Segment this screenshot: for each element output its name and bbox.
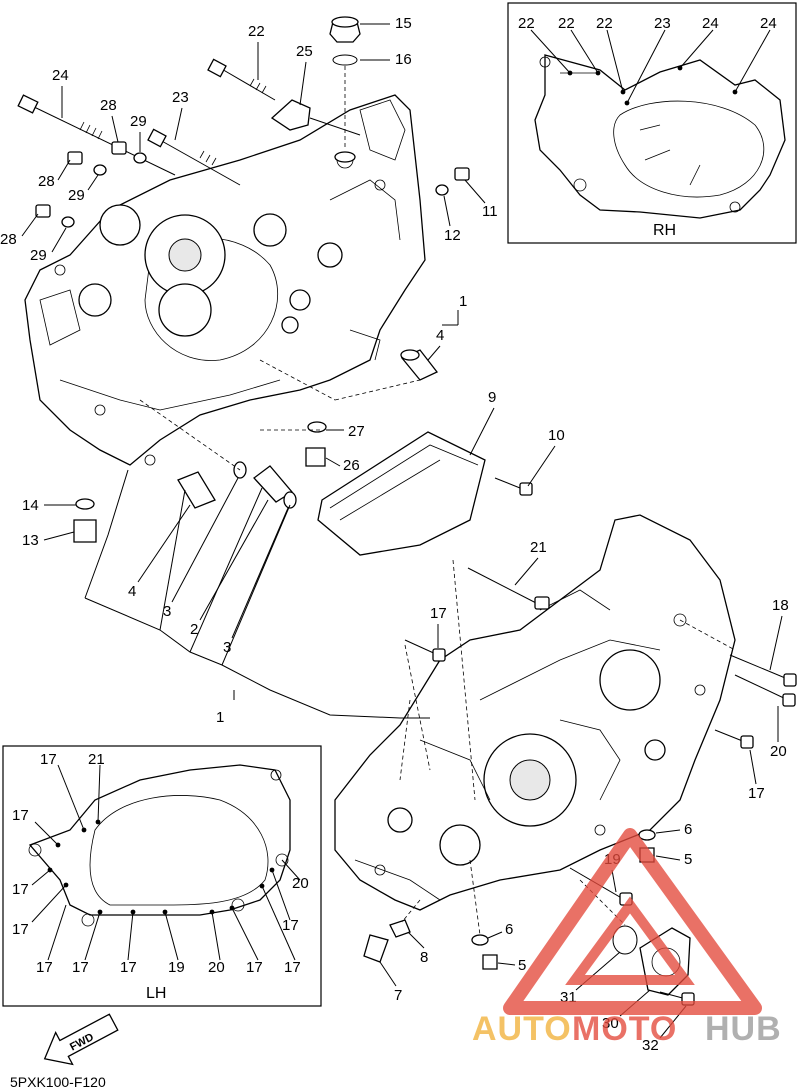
label-17a: 17 — [430, 605, 447, 622]
lh-label-20b: 20 — [292, 875, 309, 892]
diagram-code: 5PXK100-F120 — [10, 1074, 106, 1090]
lh-label-17b: 17 — [12, 807, 29, 824]
label-7: 7 — [394, 987, 402, 1004]
label-3b: 3 — [223, 639, 231, 656]
lh-label-20a: 20 — [208, 959, 225, 976]
rh-label-22c: 22 — [596, 15, 613, 32]
label-32: 32 — [642, 1037, 659, 1054]
label-12: 12 — [444, 227, 461, 244]
watermark-moto: MOTO — [572, 1010, 677, 1048]
lh-inset-title: LH — [146, 985, 166, 1002]
lh-label-17e: 17 — [36, 959, 53, 976]
label-5a: 5 — [684, 851, 692, 868]
label-18: 18 — [772, 597, 789, 614]
label-10: 10 — [548, 427, 565, 444]
lh-label-21: 21 — [88, 751, 105, 768]
lh-label-17c: 17 — [12, 881, 29, 898]
main-part-labels: 15 16 22 25 24 28 29 23 28 29 28 29 11 1… — [0, 15, 789, 1054]
label-28b: 28 — [38, 173, 55, 190]
lh-inset: 17 21 17 17 17 17 17 17 19 19 20 17 17 1… — [2, 745, 322, 1007]
lh-label-17j: 17 — [282, 917, 299, 934]
assembly-bracket — [84, 310, 459, 719]
rh-label-24b: 24 — [760, 15, 777, 32]
upper-fasteners — [17, 16, 533, 556]
watermark-triangle — [503, 828, 762, 1015]
lh-label-19b: 19 — [168, 959, 185, 976]
lh-label-17g: 17 — [120, 959, 137, 976]
label-29b: 29 — [68, 187, 85, 204]
label-8: 8 — [420, 949, 428, 966]
rh-label-22b: 22 — [558, 15, 575, 32]
label-2: 2 — [190, 621, 198, 638]
lower-crankcase-body — [334, 514, 736, 911]
forward-arrow: FWD — [43, 1013, 119, 1066]
upper-dashes — [139, 359, 421, 471]
label-4-upper: 4 — [436, 327, 444, 344]
label-20: 20 — [770, 743, 787, 760]
label-16: 16 — [395, 51, 412, 68]
rh-label-23: 23 — [654, 15, 671, 32]
watermark-auto: AUTO — [472, 1010, 572, 1048]
label-22: 22 — [248, 23, 265, 40]
lh-label-17h: 17 — [246, 959, 263, 976]
label-26: 26 — [343, 457, 360, 474]
rh-inset: 22 22 22 23 24 24 RH — [507, 2, 797, 244]
label-28a: 28 — [100, 97, 117, 114]
label-11: 11 — [482, 203, 498, 220]
label-5b: 5 — [518, 957, 526, 974]
label-27: 27 — [348, 423, 365, 440]
label-6b: 6 — [505, 921, 513, 938]
label-6a: 6 — [684, 821, 692, 838]
rh-crankcase-half — [534, 54, 786, 219]
label-15: 15 — [395, 15, 412, 32]
lh-label-17a: 17 — [40, 751, 57, 768]
label-29c: 29 — [30, 247, 47, 264]
label-21: 21 — [530, 539, 547, 556]
watermark-logo: AUTO MOTO HUB — [472, 828, 782, 1048]
label-4-lower: 4 — [128, 583, 136, 600]
label-17b: 17 — [748, 785, 765, 802]
lh-label-17d: 17 — [12, 921, 29, 938]
strainer-cover — [317, 431, 486, 556]
label-28c: 28 — [0, 231, 17, 248]
label-9: 9 — [488, 389, 496, 406]
label-30: 30 — [602, 1015, 619, 1032]
label-13: 13 — [22, 532, 39, 549]
label-1-lower: 1 — [216, 709, 224, 726]
rh-inset-title: RH — [653, 222, 676, 239]
upper-crankcase-body — [24, 94, 426, 466]
label-1-upper: 1 — [459, 293, 467, 310]
label-3a: 3 — [163, 603, 171, 620]
label-23: 23 — [172, 89, 189, 106]
label-29a: 29 — [130, 113, 147, 130]
rh-label-24a: 24 — [702, 15, 719, 32]
label-25: 25 — [296, 43, 313, 60]
lh-label-17i: 17 — [284, 959, 301, 976]
upper-crankcase — [24, 94, 426, 466]
rh-label-22a: 22 — [518, 15, 535, 32]
label-14: 14 — [22, 497, 39, 514]
watermark-hub: HUB — [705, 1010, 782, 1048]
label-24: 24 — [52, 67, 69, 84]
lower-crankcase — [334, 514, 736, 911]
lh-label-17f: 17 — [72, 959, 89, 976]
